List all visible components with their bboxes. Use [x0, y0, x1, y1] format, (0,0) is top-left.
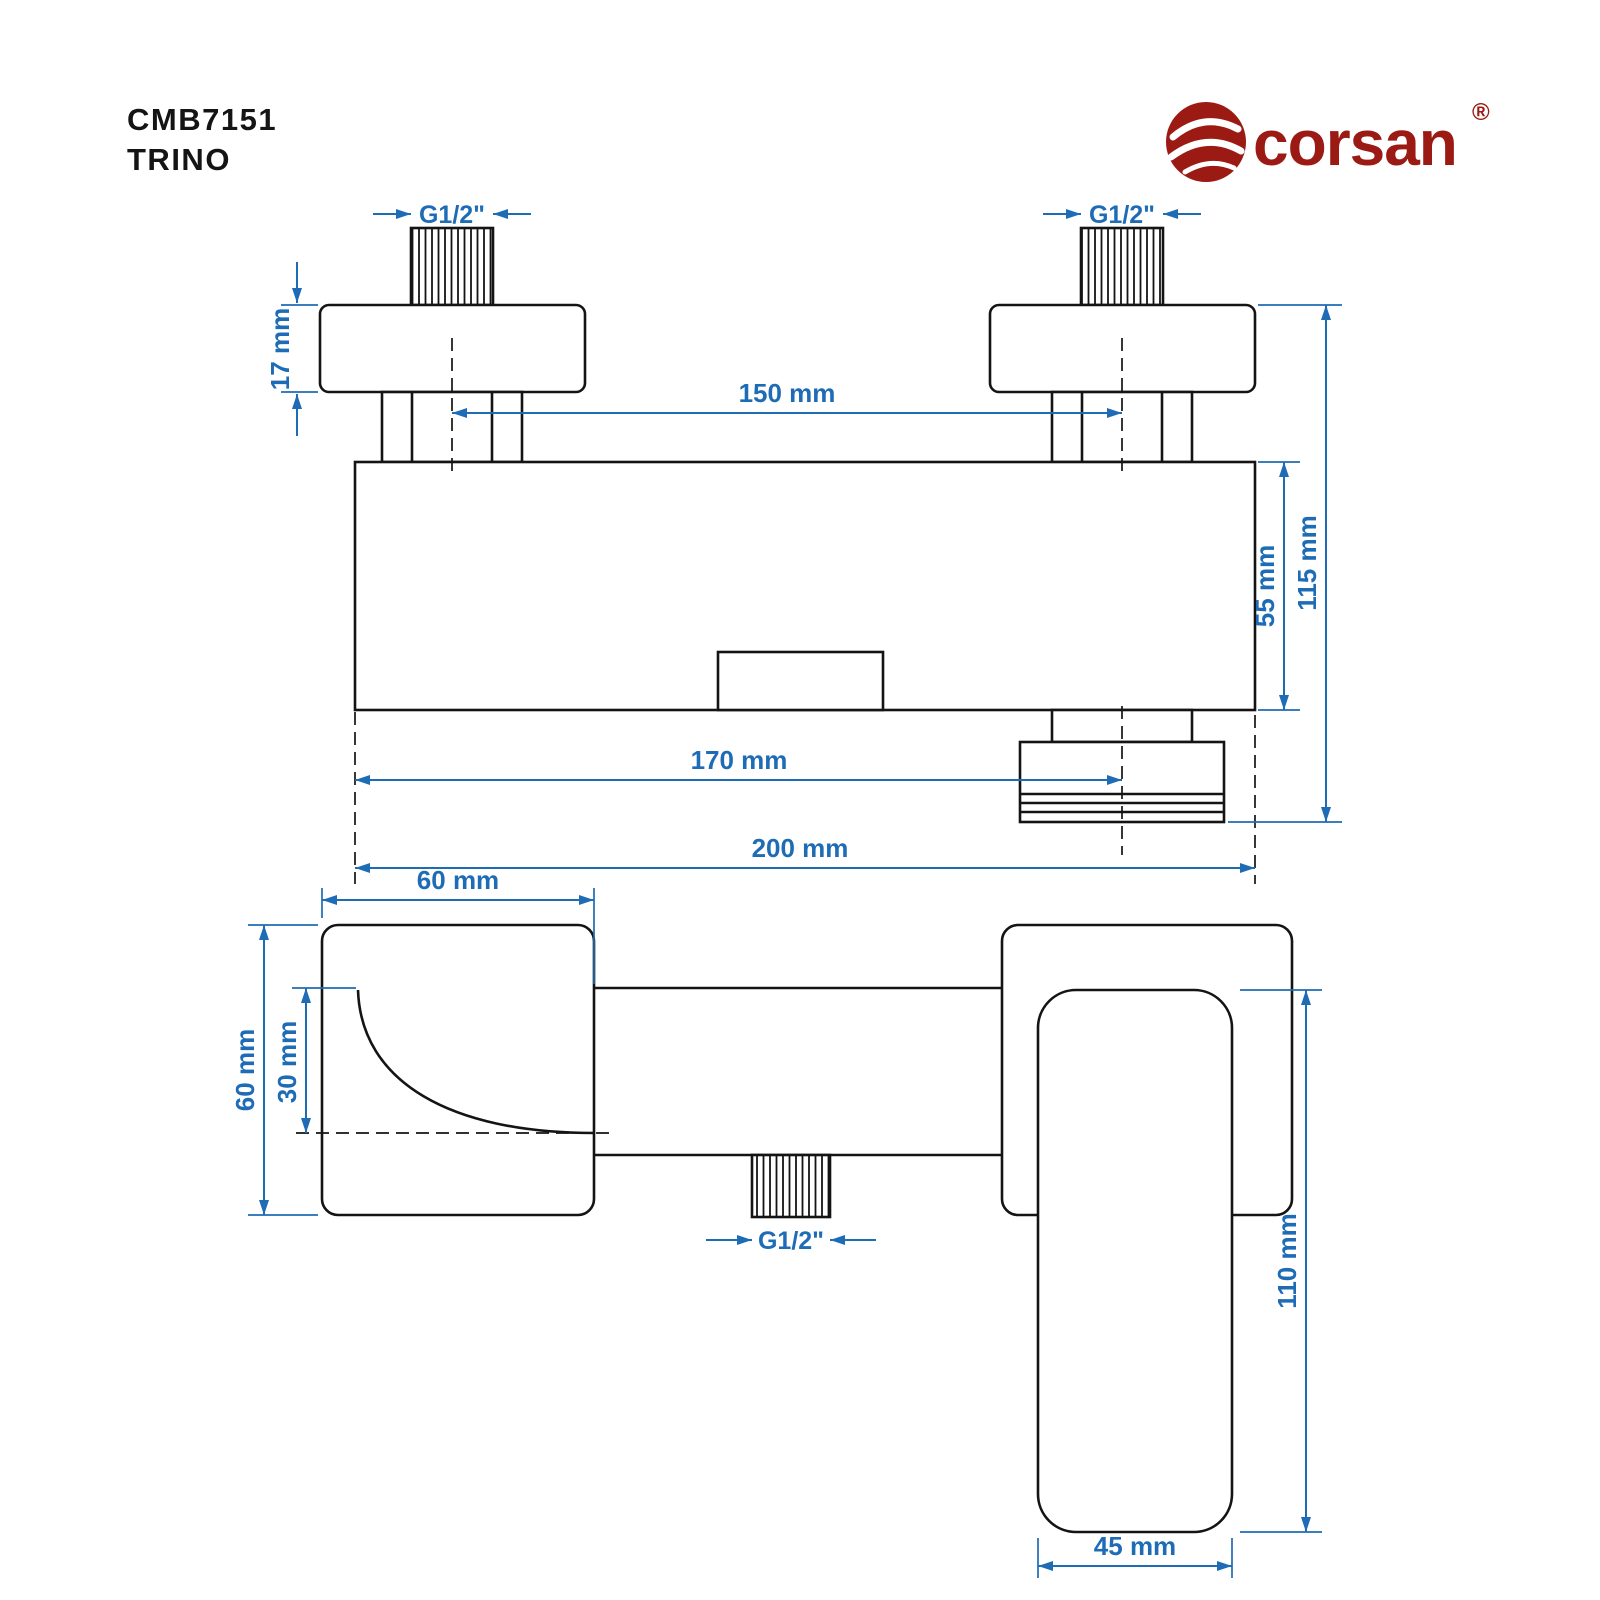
outlet-stub [750, 1153, 832, 1219]
brand-wordmark: corsan [1253, 107, 1457, 179]
dim-overall-height: 115 mm [1228, 304, 1342, 823]
dim-flange-width: 60 mm [321, 865, 595, 984]
dim-overall-width: 200 mm [355, 833, 1255, 873]
inlet-thread-right [1079, 226, 1165, 307]
dim-flange-depth: 60 mm [230, 924, 318, 1216]
dim-label-outlet-offset: 170 mm [691, 745, 788, 775]
dim-outlet-offset: 170 mm [355, 745, 1122, 785]
dim-label-flange-depth: 60 mm [230, 1029, 260, 1111]
dim-thread-left: G1/2" [373, 201, 531, 229]
dim-thread-right: G1/2" [1043, 201, 1201, 229]
dim-inlet-spacing: 150 mm [452, 378, 1122, 418]
dim-label-overall-height: 115 mm [1292, 515, 1322, 610]
label-plate [716, 650, 885, 712]
dim-label-handle-width: 45 mm [1094, 1531, 1176, 1561]
dim-body-depth: 30 mm [272, 987, 356, 1133]
dim-label-inlet-spacing: 150 mm [739, 378, 836, 408]
dim-label-flange-width: 60 mm [417, 865, 499, 895]
thread-label-right: G1/2" [1089, 201, 1155, 229]
handle-lever [1036, 988, 1234, 1534]
wall-flange [320, 923, 596, 1217]
inlet-thread-left [409, 226, 495, 307]
dim-label-body-depth: 30 mm [272, 1021, 302, 1103]
body-bar [594, 986, 1002, 1157]
brand-logo: corsan ® [1166, 99, 1490, 182]
side-view: 200 mm 60 mm 60 mm 30 mm G1/2" [230, 833, 1322, 1578]
wave-stroke-3 [1182, 160, 1237, 175]
dim-label-handle-length: 110 mm [1272, 1213, 1302, 1308]
front-view: G1/2" G1/2" 17 mm 150 mm 55 mm [265, 201, 1342, 884]
dim-label-body-height: 55 mm [1250, 545, 1280, 627]
product-code: CMB7151 [127, 102, 277, 137]
outlet-thread-label-group: G1/2" [706, 1227, 876, 1255]
dim-handle-width: 45 mm [1037, 1531, 1233, 1578]
dim-body-height: 55 mm [1250, 461, 1300, 711]
flange-curve [356, 989, 595, 1135]
wave-stroke-1 [1169, 118, 1242, 141]
dim-escutcheon-height: 17 mm [265, 262, 318, 436]
outlet-thread-label: G1/2" [758, 1227, 824, 1255]
registered-mark: ® [1472, 99, 1490, 126]
dim-label-overall-width: 200 mm [752, 833, 849, 863]
product-name: TRINO [127, 142, 231, 177]
dim-handle-length: 110 mm [1240, 989, 1322, 1533]
dim-label-escutcheon-height: 17 mm [265, 308, 295, 390]
wave-stroke-2 [1167, 138, 1245, 161]
thread-label-left: G1/2" [419, 201, 485, 229]
